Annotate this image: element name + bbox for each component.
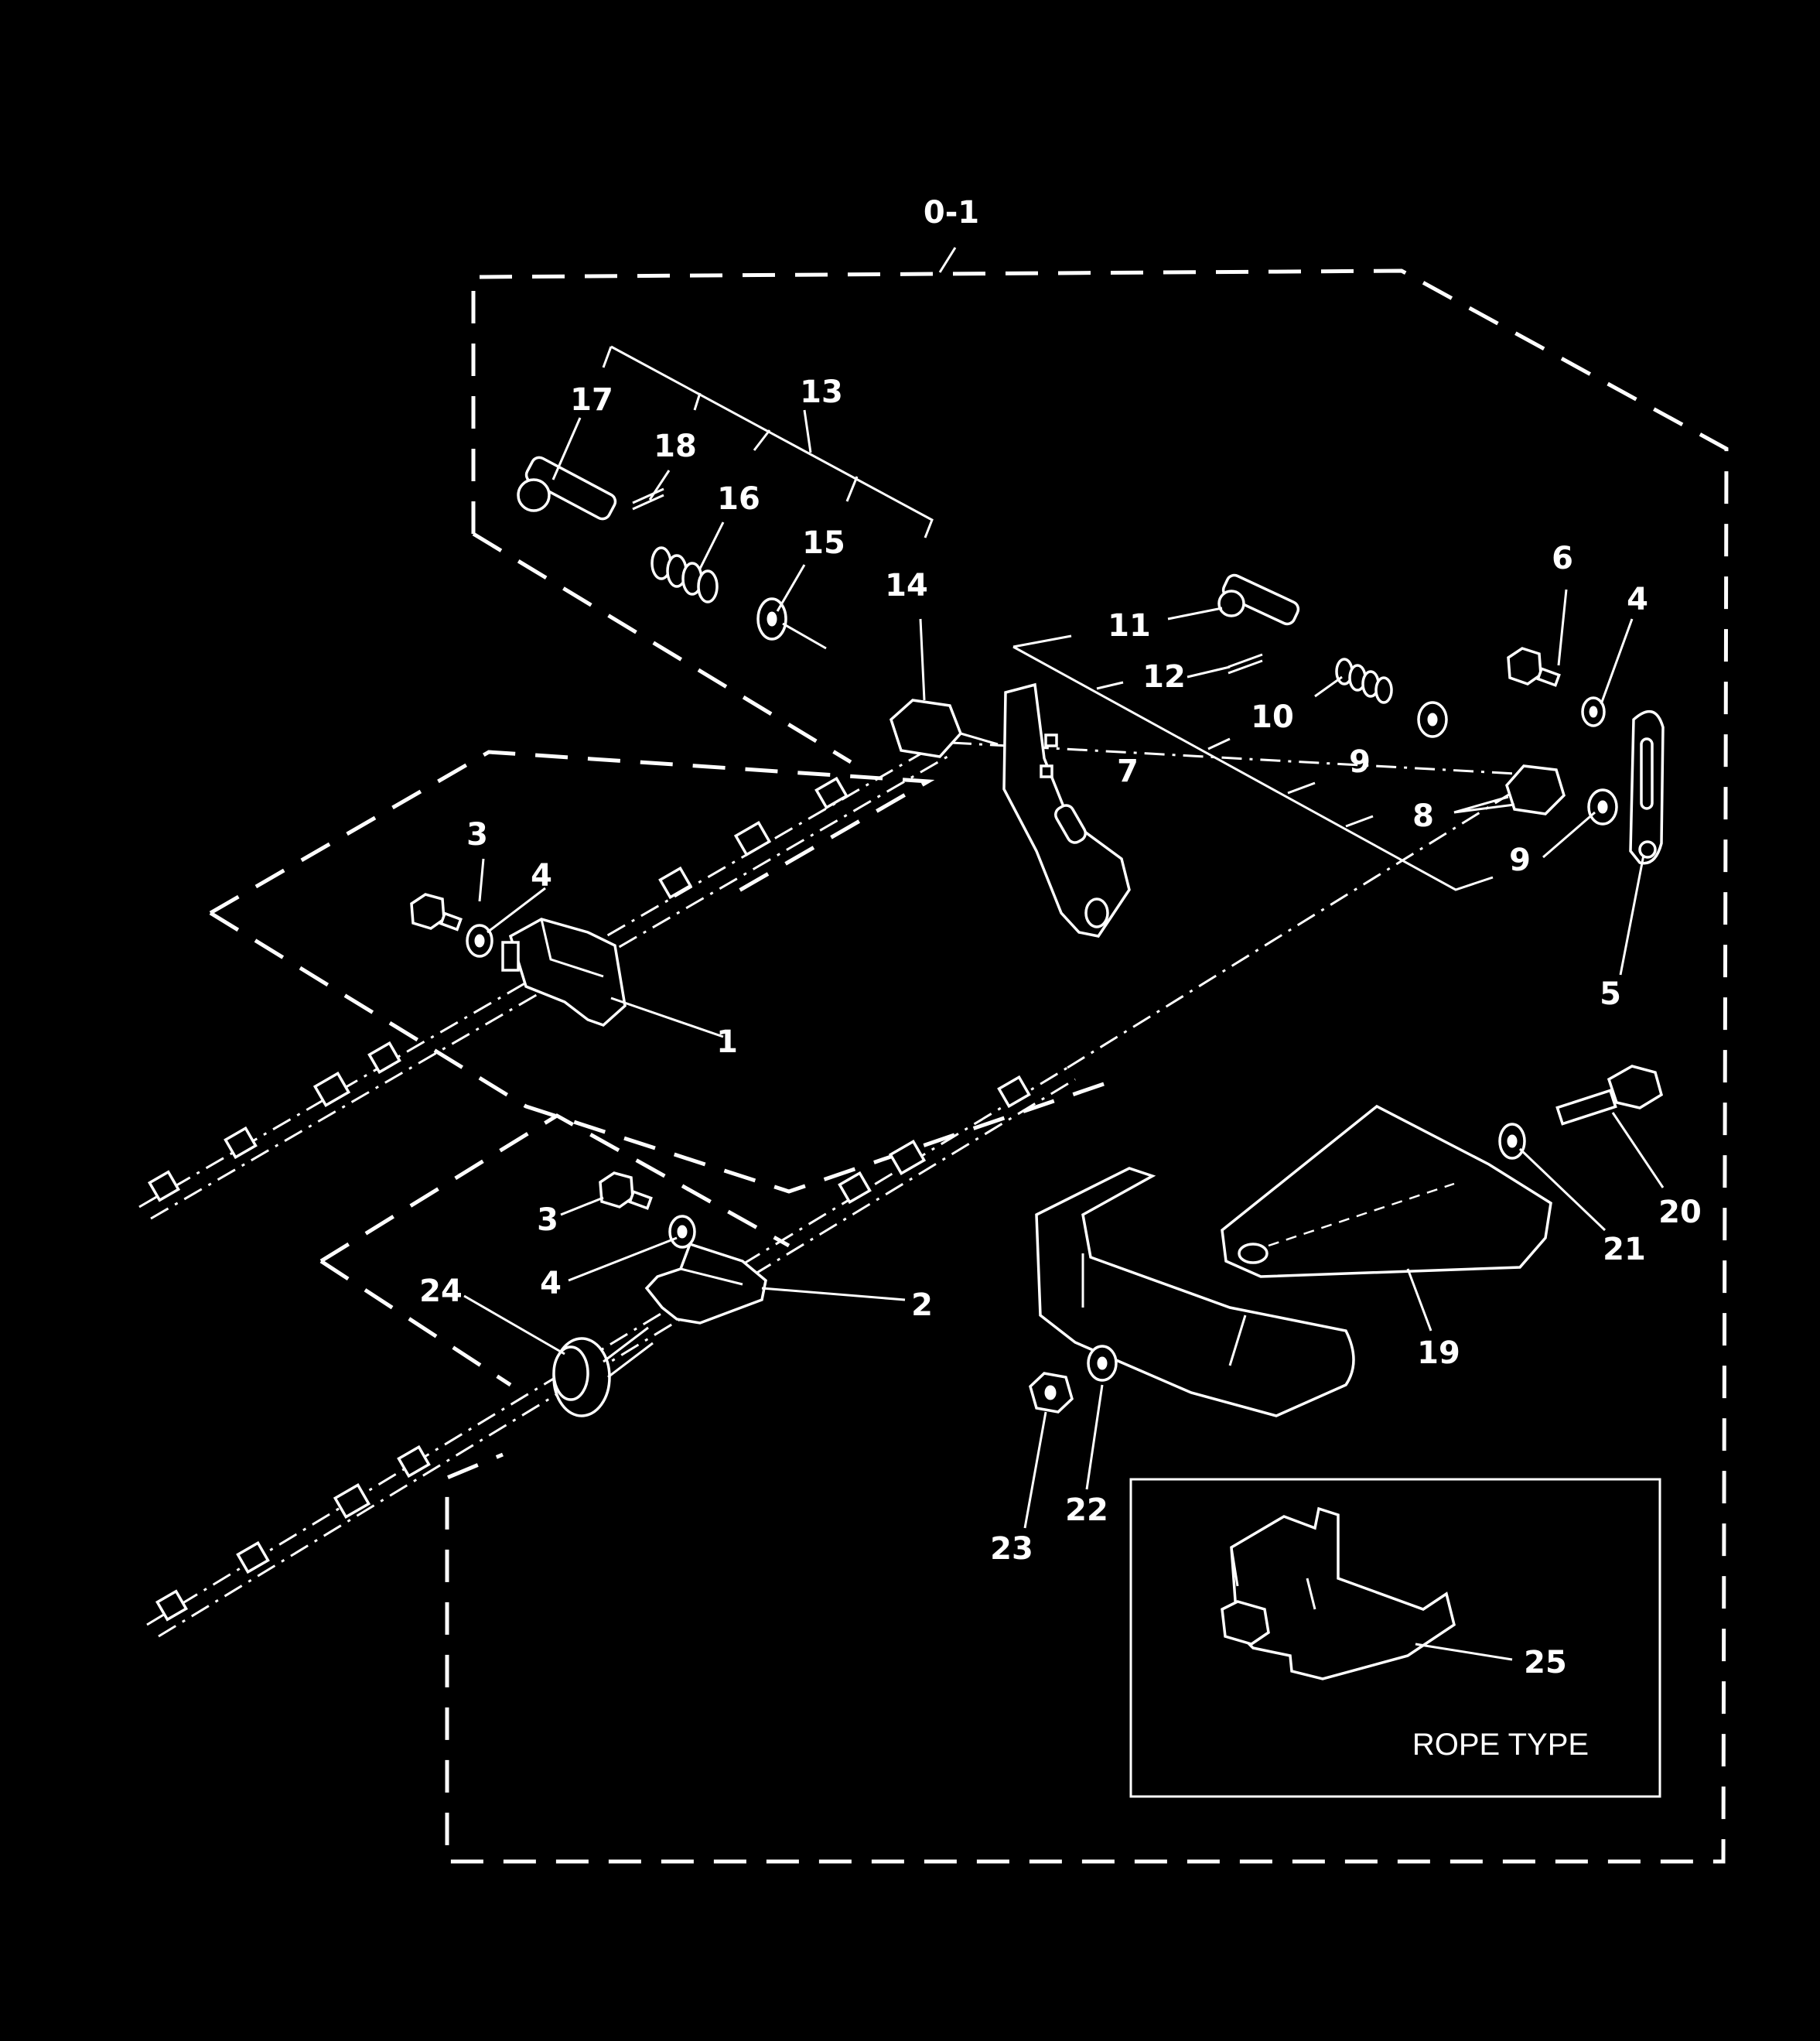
callout-20: 20: [1658, 1195, 1702, 1230]
part-9-washer-lower: [1587, 788, 1618, 826]
kit-13-bracket: [602, 345, 934, 538]
callout-18: 18: [654, 429, 697, 464]
callout-5: 5: [1600, 976, 1621, 1012]
callout-9-lower: 9: [1509, 843, 1531, 878]
part-17-clevis-pin: [517, 456, 617, 521]
part-19-bracket: [1221, 1104, 1552, 1278]
part-10-spring: [1335, 658, 1393, 704]
callout-22: 22: [1065, 1492, 1108, 1528]
part-9-washer-upper: [1417, 701, 1448, 738]
part-20-bolt: [1555, 1065, 1664, 1126]
callout-13: 13: [800, 374, 843, 410]
part-8-clevis: [1505, 764, 1566, 815]
callout-25: 25: [1524, 1645, 1567, 1680]
part-2-bracket: [644, 1242, 767, 1325]
part-15-washer: [756, 597, 827, 650]
callout-12: 12: [1142, 659, 1186, 695]
subassembly-outline-upper: [209, 750, 1107, 1194]
callout-9-upper: 9: [1349, 744, 1371, 780]
callout-labels: 0-1 13 17 18 16 15 14 11 12 10 9 7 8 9 6…: [419, 195, 1702, 1762]
callout-4-right: 4: [1627, 582, 1648, 617]
part-23-nut: [1029, 1372, 1074, 1414]
kit-label-0-1: 0-1: [924, 195, 979, 231]
inset-caption: ROPE TYPE: [1412, 1728, 1589, 1762]
callout-8: 8: [1412, 798, 1434, 834]
kit-7-bracket: [1012, 634, 1494, 891]
callout-2: 2: [911, 1287, 933, 1323]
part-16-spring: [650, 546, 719, 603]
part-18-cotter-pin: [632, 487, 664, 511]
callout-24: 24: [419, 1273, 463, 1309]
part-11-clevis-pin: [1217, 573, 1300, 626]
callout-7: 7: [1117, 754, 1139, 789]
callout-10: 10: [1251, 699, 1294, 735]
callout-16: 16: [717, 481, 760, 517]
callout-21: 21: [1603, 1232, 1646, 1267]
callout-4-lower-left: 4: [540, 1266, 562, 1301]
part-3-bolt-upper: [410, 893, 463, 932]
part-3-bolt-lower: [599, 1171, 653, 1210]
inset-rope-type: [1129, 1478, 1661, 1798]
part-22-washer: [1087, 1345, 1118, 1382]
upper-cable: [138, 741, 1517, 1220]
lower-cable: [146, 788, 1518, 1638]
part-14-clevis: [889, 699, 999, 758]
part-4-washer-upper-left: [466, 924, 493, 958]
part-4-washer-right: [1581, 696, 1606, 727]
part-1-bracket: [501, 918, 627, 1027]
subassembly-outline-lower: [319, 1113, 790, 1387]
callout-11: 11: [1108, 608, 1151, 644]
part-6-bolt: [1507, 647, 1561, 687]
callout-19: 19: [1417, 1335, 1460, 1371]
part-12-cotter-pin: [1228, 653, 1263, 675]
part-24-grommet: [552, 1326, 654, 1417]
callout-15: 15: [802, 525, 845, 561]
callout-17: 17: [570, 382, 613, 418]
callout-14: 14: [885, 568, 928, 603]
part-21-washer: [1498, 1123, 1526, 1160]
part-25-rope-clamp: [1221, 1506, 1456, 1680]
frame-tube: [1035, 1167, 1355, 1417]
callout-4-upper-left: 4: [531, 858, 552, 894]
callout-6: 6: [1552, 541, 1573, 576]
part-5-arm: [1629, 709, 1665, 865]
callout-23: 23: [990, 1531, 1033, 1567]
callout-3-lower: 3: [537, 1202, 558, 1238]
part-4-washer-lower-left: [668, 1215, 696, 1249]
kit-boundary: [445, 247, 1729, 1864]
leader-lines: [463, 417, 1665, 1661]
inset-frame: [1129, 1478, 1661, 1798]
callout-1: 1: [716, 1024, 738, 1060]
part-7-pedal-lever: [1002, 682, 1131, 938]
callout-3-upper: 3: [466, 817, 488, 853]
